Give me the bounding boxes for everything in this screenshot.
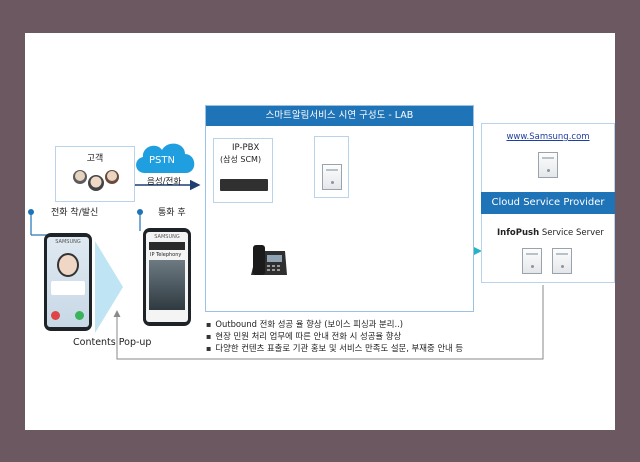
cloud-provider-title: Cloud Service Provider <box>481 192 615 214</box>
ippbx-sub: (삼성 SCM) <box>220 155 262 164</box>
after-dot <box>137 209 143 215</box>
decline-icon <box>51 311 60 320</box>
pstn-sub: 음성/전화 <box>147 177 182 187</box>
desk-phone-icon <box>251 245 287 275</box>
pstn-cloud-icon <box>136 143 195 173</box>
pbx-rack-icon <box>220 179 268 191</box>
diagram-canvas: 고객 PSTN 음성/전화 전화 착/발신 통화 후 SAMSUNG SAMSU… <box>25 33 615 430</box>
bullet-3: 다양한 컨텐츠 표출로 기관 홍보 및 서비스 만족도 설문, 부재중 안내 등 <box>206 342 463 354</box>
pstn-title: PSTN <box>149 155 175 166</box>
infopush-rest: Service Server <box>539 228 604 238</box>
lab-title: 스마트알림서비스 시연 구성도 - LAB <box>206 106 473 126</box>
return-line <box>113 285 544 360</box>
phone2-title: IP Telephony <box>150 252 182 258</box>
phone1-brand: SAMSUNG <box>55 239 81 245</box>
call-label: 전화 착/발신 <box>51 208 99 218</box>
lab-server-icon <box>322 164 342 190</box>
bullet-1: Outbound 전화 성공 율 향상 (보이스 피싱과 분리..) <box>206 318 403 330</box>
after-label: 통화 후 <box>158 208 186 218</box>
caller-avatar <box>57 253 79 277</box>
call-dot <box>28 209 34 215</box>
popup-triangle <box>95 241 123 333</box>
phone2-brand: SAMSUNG <box>154 234 180 240</box>
infopush-bold: InfoPush <box>497 228 540 238</box>
accept-icon <box>75 311 84 320</box>
cloud-panel: www.Samsung.com Cloud Service Provider I… <box>481 123 615 283</box>
ippbx-label: IP-PBX <box>232 143 260 153</box>
popup-content-image <box>149 260 185 310</box>
samsung-site-link[interactable]: www.Samsung.com <box>506 132 590 142</box>
ippbx-box: IP-PBX (삼성 SCM) <box>213 138 273 203</box>
lab-server-box <box>314 136 349 198</box>
popup-label: Contents Pop-up <box>73 337 152 348</box>
smartphone-popup: SAMSUNG IP Telephony <box>143 228 191 326</box>
infopush-server-icon-2 <box>552 248 572 274</box>
customer-people-icon <box>73 170 119 191</box>
customer-label: 고객 <box>86 154 104 164</box>
web-server-icon <box>538 152 558 178</box>
infopush-server-icon-1 <box>522 248 542 274</box>
smartphone-caller: SAMSUNG <box>44 233 92 331</box>
infopush-server-label: InfoPush Service Server <box>497 228 604 238</box>
bullet-2: 현장 민원 처리 업무에 따른 안내 전화 시 성공율 향상 <box>206 330 401 342</box>
customer-box: 고객 <box>55 146 135 202</box>
